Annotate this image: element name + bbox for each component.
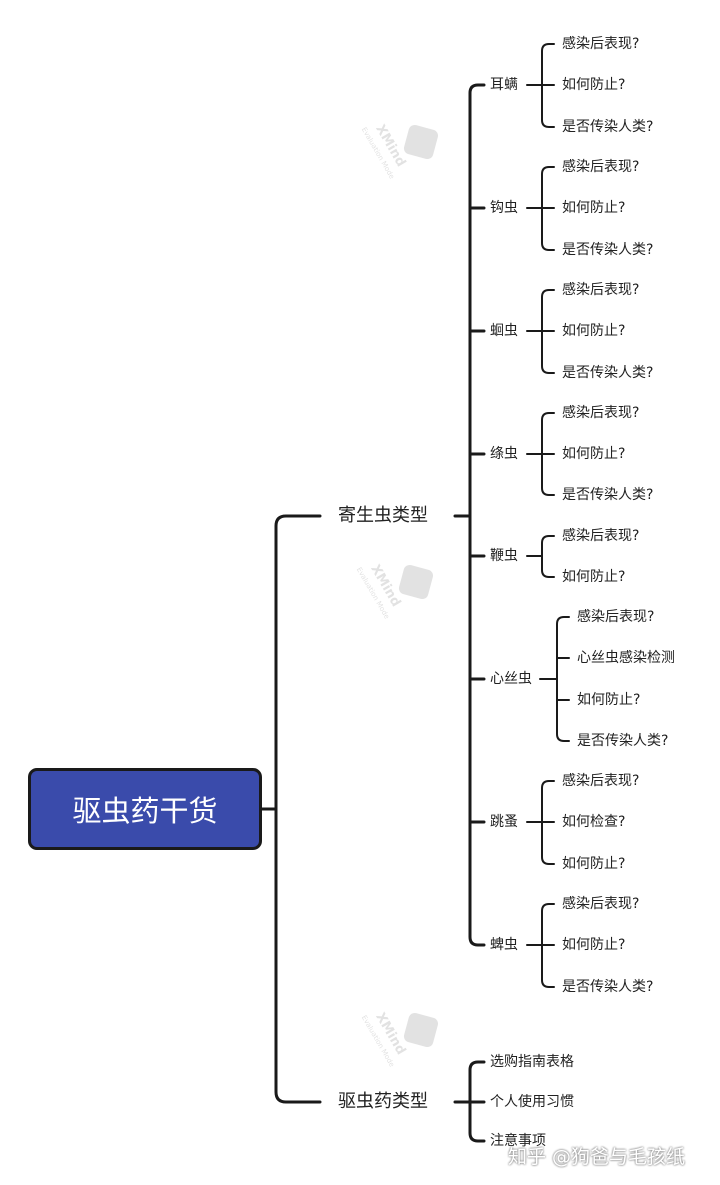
question-topic[interactable]: 如何防止? xyxy=(562,77,626,93)
question-topic[interactable]: 是否传染人类? xyxy=(562,365,654,381)
parasite-topic[interactable]: 钩虫 xyxy=(490,200,518,216)
question-topic[interactable]: 如何防止? xyxy=(562,200,626,216)
question-topic[interactable]: 如何防止? xyxy=(562,446,626,462)
connector xyxy=(556,616,570,742)
question-topic[interactable]: 如何防止? xyxy=(562,569,626,585)
question-topic[interactable]: 是否传染人类? xyxy=(562,242,654,258)
question-topic[interactable]: 是否传染人类? xyxy=(577,733,669,749)
branch-dewormer-types[interactable]: 驱虫药类型 xyxy=(338,1091,428,1112)
question-topic[interactable]: 如何防止? xyxy=(577,692,641,708)
root-topic[interactable]: 驱虫药干货 xyxy=(28,768,262,850)
parasite-topic[interactable]: 心丝虫 xyxy=(490,671,532,687)
question-topic[interactable]: 感染后表现? xyxy=(562,36,640,52)
footer-credit: 知乎 @狗爸与毛孩纸 xyxy=(508,1146,686,1168)
question-topic[interactable]: 是否传染人类? xyxy=(562,487,654,503)
question-topic[interactable]: 是否传染人类? xyxy=(562,979,654,995)
question-topic[interactable]: 如何防止? xyxy=(562,937,626,953)
root-topic-label: 驱虫药干货 xyxy=(72,794,218,828)
dewormer-topic[interactable]: 个人使用习惯 xyxy=(490,1094,574,1110)
parasite-topic[interactable]: 蛔虫 xyxy=(490,323,518,339)
parasite-topic[interactable]: 跳蚤 xyxy=(490,814,518,830)
question-topic[interactable]: 感染后表现? xyxy=(562,773,640,789)
question-topic[interactable]: 感染后表现? xyxy=(562,896,640,912)
branch-parasite-types[interactable]: 寄生虫类型 xyxy=(338,505,428,526)
question-topic[interactable]: 如何防止? xyxy=(562,323,626,339)
question-topic[interactable]: 感染后表现? xyxy=(562,528,640,544)
parasite-topic[interactable]: 绦虫 xyxy=(490,446,518,462)
connector xyxy=(274,514,322,1104)
parasite-topic[interactable]: 鞭虫 xyxy=(490,548,518,564)
question-topic[interactable]: 是否传染人类? xyxy=(562,119,654,135)
parasite-topic[interactable]: 耳螨 xyxy=(490,77,518,93)
dewormer-topic[interactable]: 选购指南表格 xyxy=(490,1054,574,1070)
dewormer-topic[interactable]: 注意事项 xyxy=(490,1133,546,1149)
question-topic[interactable]: 感染后表现? xyxy=(562,282,640,298)
connector xyxy=(468,83,486,947)
question-topic[interactable]: 感染后表现? xyxy=(562,159,640,175)
question-topic[interactable]: 心丝虫感染检测 xyxy=(577,650,675,666)
question-topic[interactable]: 如何检查? xyxy=(562,814,626,830)
question-topic[interactable]: 感染后表现? xyxy=(562,405,640,421)
parasite-topic[interactable]: 蜱虫 xyxy=(490,937,518,953)
question-topic[interactable]: 感染后表现? xyxy=(577,609,655,625)
connector xyxy=(541,535,555,578)
question-topic[interactable]: 如何防止? xyxy=(562,856,626,872)
